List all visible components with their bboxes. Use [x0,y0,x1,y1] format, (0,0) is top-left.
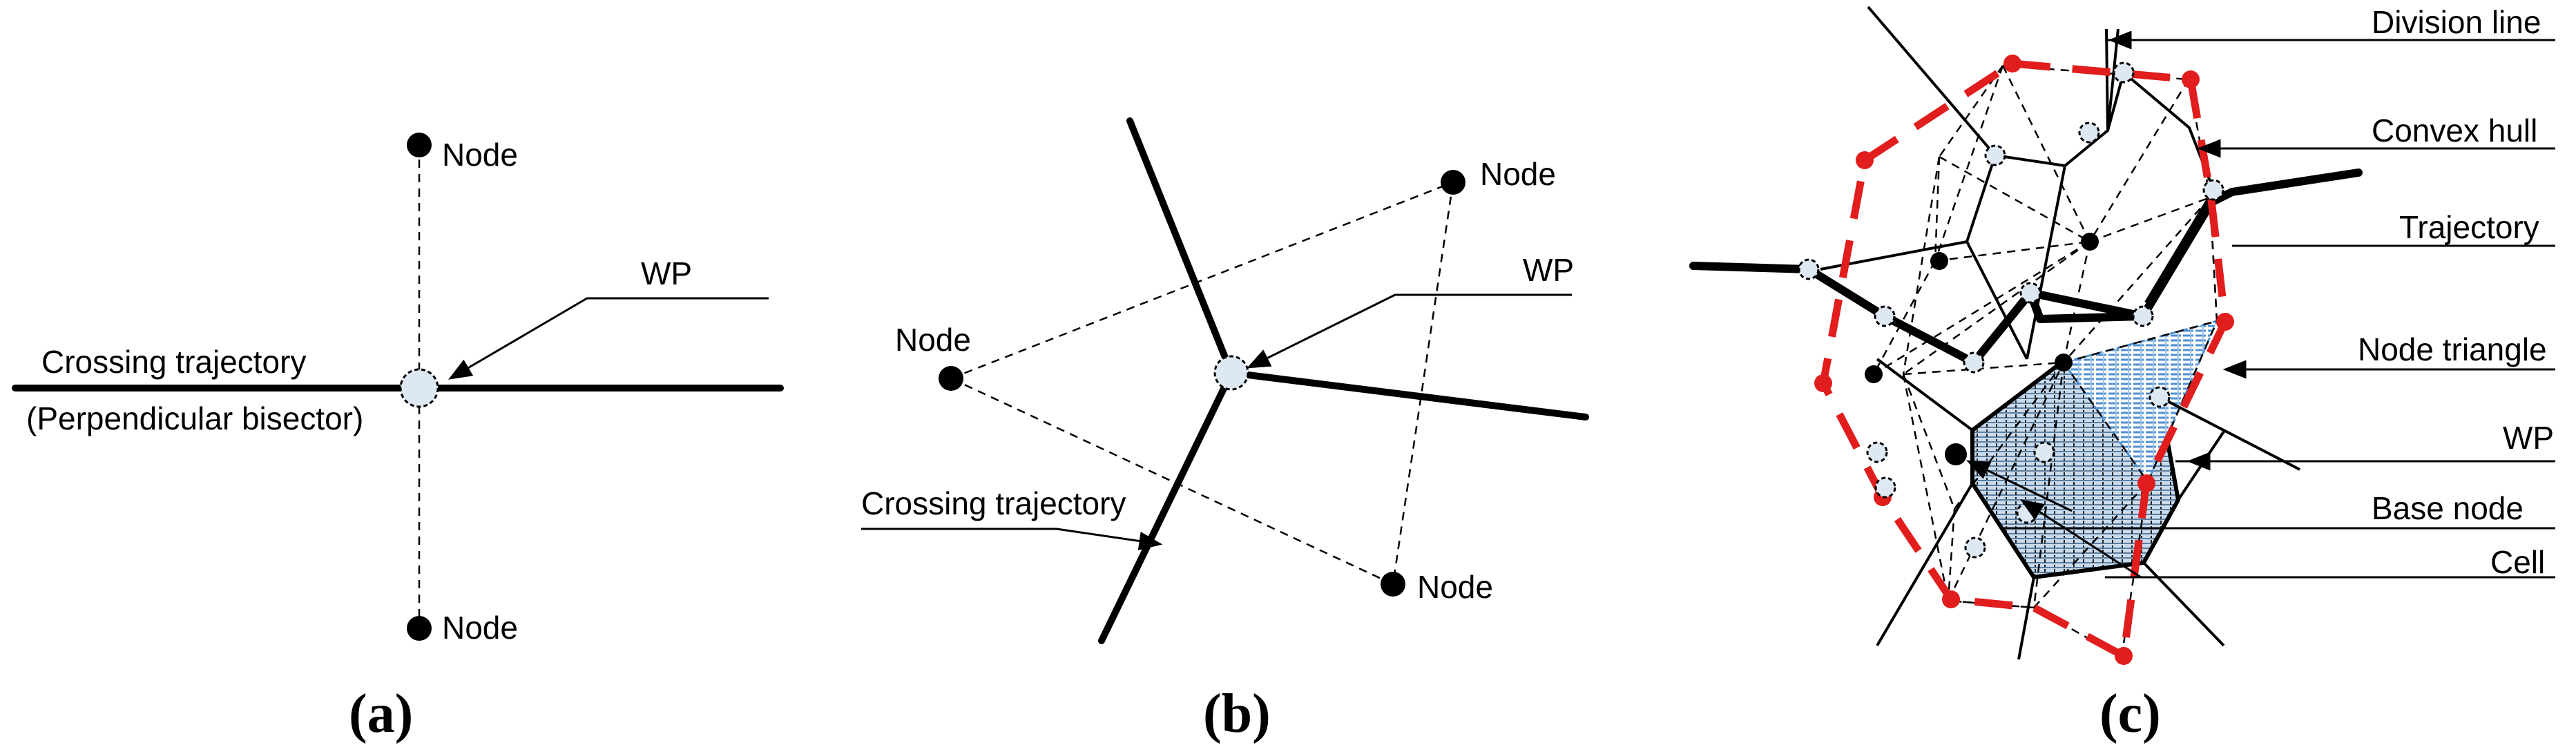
panel-c: Division line Convex hull Trajectory Nod… [1689,4,2555,744]
trajectory-label-a-line1: Crossing trajectory [41,344,306,380]
interior-nodes [1865,233,2099,465]
label-leaders-c [1965,30,2555,579]
node-left-label-b: Node [895,322,971,358]
caption-a: (a) [349,684,413,744]
node-topright-label-b: Node [1480,156,1556,192]
wp-b [1213,355,1249,391]
node-bottom-label-b: Node [1417,569,1493,605]
trajectory-b1 [1126,117,1235,376]
wp-arrow-b [1246,293,1572,369]
label-wp: WP [2503,420,2554,456]
label-cell: Cell [2490,544,2545,580]
panel-b: Node Node Node WP Crossing trajectory (b… [861,117,1589,744]
caption-b: (b) [1203,684,1271,744]
wp-label-a: WP [641,255,692,291]
node-top-a [407,133,432,157]
trajectory-b2 [1228,369,1589,420]
wp-label-b: WP [1523,252,1574,288]
trajectory-c [1689,168,2363,367]
label-base-node: Base node [2372,490,2524,526]
node-bottom-label-a: Node [442,610,518,646]
label-convex-hull: Convex hull [2372,113,2537,148]
trajectory-arrow-b [861,528,1163,551]
label-division-line: Division line [2372,4,2541,40]
trajectory-b3 [1098,369,1235,644]
base-node [1945,443,1967,465]
node-edge-b2 [1392,182,1454,585]
node-top-label-a: Node [442,137,518,173]
label-trajectory: Trajectory [2399,209,2539,245]
trajectory-label-a-line2: (Perpendicular bisector) [26,400,363,436]
panel-a: Node Node WP Crossing trajectory (Perpen… [12,133,784,744]
wp-a [399,368,439,408]
node-edge-b3 [950,377,1394,586]
label-node-triangle: Node triangle [2358,331,2547,367]
caption-c: (c) [2099,684,2161,744]
wp-arrow-a [448,297,769,380]
node-edge-b1 [950,181,1454,380]
node-topright-b [1441,170,1465,195]
node-left-b [939,366,963,391]
node-bottom-a [407,616,432,641]
node-bottom-b [1381,572,1405,597]
trajectory-label-b: Crossing trajectory [861,485,1126,521]
